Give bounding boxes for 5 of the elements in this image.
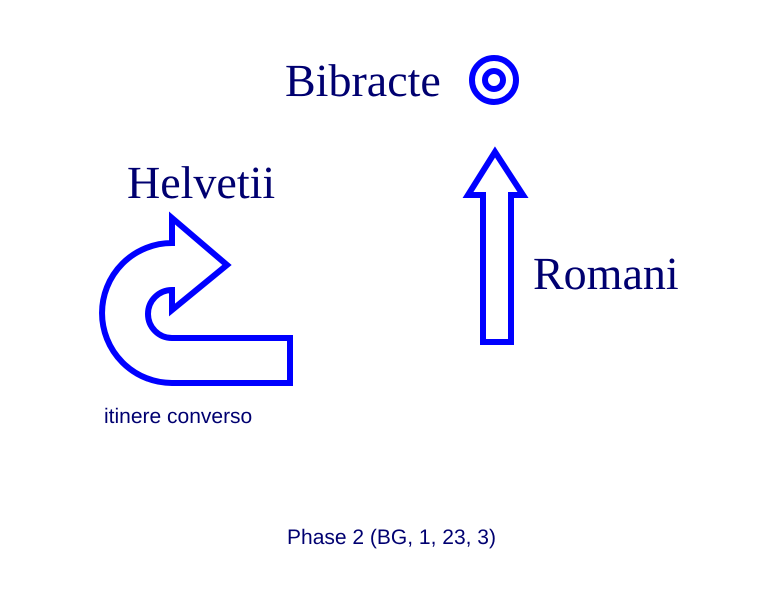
route-note: itinere converso bbox=[104, 406, 252, 427]
place-name: Bibracte bbox=[285, 58, 441, 104]
army-label: Romani bbox=[533, 251, 679, 297]
army-label: Helvetii bbox=[127, 160, 276, 206]
caption: Phase 2 (BG, 1, 23, 3) bbox=[286, 527, 497, 548]
